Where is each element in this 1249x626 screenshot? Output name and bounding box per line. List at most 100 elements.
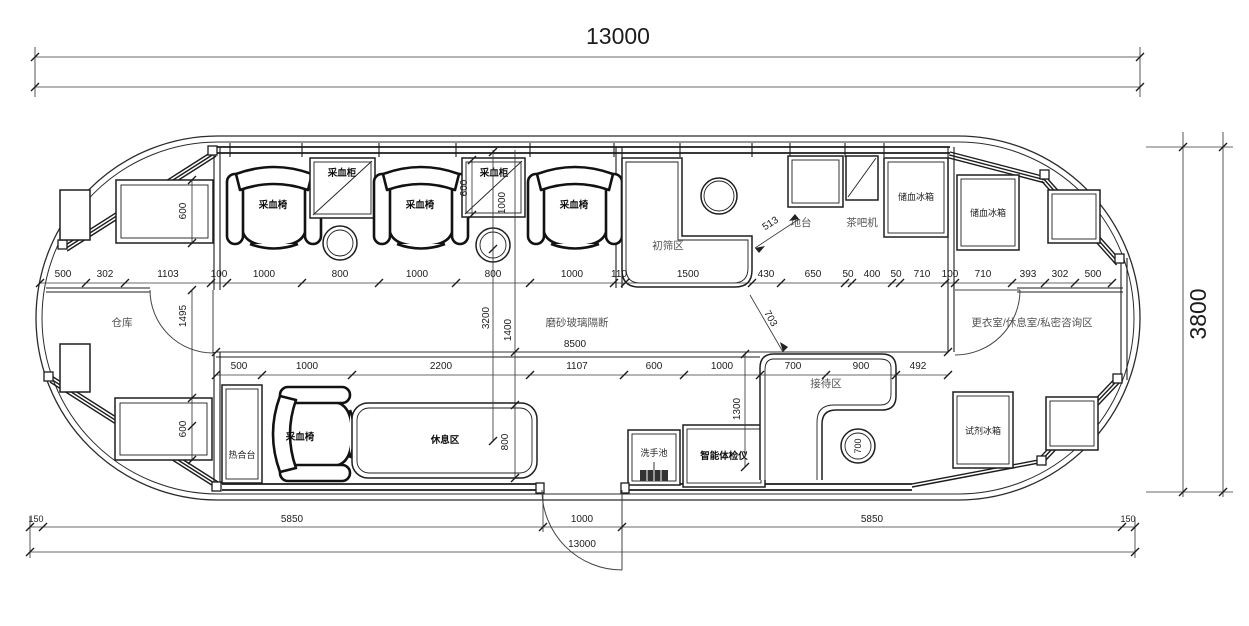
dim-mid-total: 8500	[564, 339, 587, 350]
blood-chair-label: 采血椅	[405, 199, 435, 211]
entrance-door	[535, 482, 630, 571]
tea-bar-label: 茶吧机	[846, 216, 878, 229]
rest-bench: 休息区	[351, 402, 538, 479]
dim-label: 1000	[711, 361, 734, 372]
dim-label: 500	[231, 361, 248, 372]
wash-basin-label: 洗手池	[640, 447, 667, 458]
heat-sealer-label: 热合台	[228, 449, 255, 460]
dim-label: 1300	[732, 397, 743, 420]
changing-room-label: 更衣室/休息室/私密咨询区	[971, 316, 1092, 329]
dim-stool: 700	[853, 438, 863, 453]
blood-storage-fridge-2: 储血冰箱	[956, 174, 1020, 251]
leader-513: 513	[754, 214, 800, 253]
leader-703: 703	[749, 294, 788, 353]
tea-bar-machine: 茶吧机	[845, 155, 879, 229]
reagent-fridge: 试剂冰箱	[952, 391, 1014, 469]
dim-label: 492	[910, 361, 927, 372]
dim-label: 1000	[561, 269, 584, 280]
dim-leader-513: 513	[761, 215, 781, 234]
dim-label: 500	[1085, 269, 1102, 280]
dim-label: 800	[485, 269, 502, 280]
blood-collection-chair-3: 采血椅	[526, 165, 624, 250]
warehouse-label: 仓库	[112, 316, 133, 329]
dim-label: 1495	[178, 304, 189, 327]
dim-label: 710	[914, 269, 931, 280]
dim-label: 1107	[566, 361, 588, 372]
dim-label: 1500	[677, 269, 700, 280]
blood-collection-chair-4: 采血椅	[271, 385, 356, 483]
blood-collection-chair-1: 采血椅	[225, 165, 323, 250]
health-checker-label: 智能体检仪	[700, 450, 748, 462]
dim-label: 800	[500, 433, 511, 450]
dim-label: 302	[1052, 269, 1069, 280]
wall-connector-block	[1039, 169, 1050, 180]
reagent-fridge-label: 试剂冰箱	[965, 425, 1001, 436]
right-overall-dimension: 3800	[1146, 132, 1233, 497]
dim-label: 1000	[253, 269, 276, 280]
end-cap-panels	[59, 179, 1101, 461]
tick-marks	[25, 52, 1228, 557]
dim-label: 150	[1120, 514, 1135, 524]
dim-label: 1000	[406, 269, 429, 280]
dim-label: 100	[942, 269, 959, 280]
dim-label: 100	[211, 269, 228, 280]
smart-health-checker: 智能体检仪	[682, 424, 766, 488]
wall-connector-block	[1114, 253, 1125, 264]
blood-fridge-label: 储血冰箱	[970, 207, 1006, 218]
stool-circle-1	[322, 225, 358, 261]
dim-overall-top: 13000	[586, 23, 650, 49]
blood-collection-chair-2: 采血椅	[372, 165, 470, 250]
dim-label: 710	[975, 269, 992, 280]
wall-connector-block	[211, 481, 222, 492]
glass-partition-label: 磨砂玻璃隔断	[546, 316, 609, 329]
dim-label: 2200	[430, 361, 453, 372]
reception-counter: 接待区 700	[759, 353, 897, 480]
dim-label: 110	[611, 269, 627, 280]
screening-counter: 初筛区	[621, 157, 753, 288]
dim-label: 1000	[296, 361, 319, 372]
dim-label: 1103	[157, 269, 179, 280]
blood-chair-label: 采血椅	[258, 199, 288, 211]
dim-label: 900	[853, 361, 870, 372]
top-dimension-row: 500 302 1103 100 1000 800 1000 800 1000 …	[55, 269, 1102, 280]
dim-label: 302	[97, 269, 114, 280]
dim-bottom-total: 13000	[568, 539, 596, 550]
dim-label: 5850	[861, 514, 884, 525]
middle-dimension-row: 8500 500 1000 2200 1107 600 1000 700 900…	[231, 339, 927, 372]
blood-fridge-label: 储血冰箱	[898, 191, 934, 202]
blood-chair-label: 采血椅	[285, 431, 315, 443]
dim-label: 1400	[503, 318, 514, 341]
dim-label: 50	[890, 269, 902, 280]
dim-label: 5850	[281, 514, 304, 525]
dim-label: 150	[28, 514, 43, 524]
wall-connector-block	[207, 145, 218, 156]
dim-label: 650	[805, 269, 822, 280]
vertical-dimension-labels: 600 1495 600 600 1000 3200 1400 800 1300	[178, 179, 743, 450]
dim-label: 600	[459, 179, 470, 196]
dim-leader-703: 703	[761, 309, 779, 329]
dim-label: 800	[332, 269, 349, 280]
dim-label: 600	[178, 420, 189, 437]
wall-connector-block	[43, 371, 54, 382]
blood-cabinet-2: 采血柜	[461, 157, 526, 218]
wall-connector-block	[1036, 455, 1047, 466]
blood-cabinet-1: 采血柜	[309, 157, 376, 219]
wall-connector-block	[1112, 373, 1123, 384]
dim-label: 600	[646, 361, 663, 372]
dim-label: 393	[1020, 269, 1037, 280]
screening-area-label: 初筛区	[652, 239, 684, 252]
dim-label: 600	[178, 202, 189, 219]
wall-connector-block	[57, 239, 68, 250]
dimension-ticks	[25, 52, 1228, 557]
dim-label: 3200	[481, 306, 492, 329]
dim-label: 430	[758, 269, 775, 280]
blood-chair-label: 采血椅	[559, 199, 589, 211]
blood-cabinet-label: 采血柜	[479, 167, 509, 179]
dim-label: 500	[55, 269, 72, 280]
interior-door-right	[954, 289, 1021, 356]
heat-sealer-table: 热合台	[221, 384, 263, 484]
blood-storage-fridge-1: 储血冰箱	[883, 157, 949, 238]
bottom-dimension-row: 150 5850 1000 5850 150 13000	[28, 514, 1135, 550]
